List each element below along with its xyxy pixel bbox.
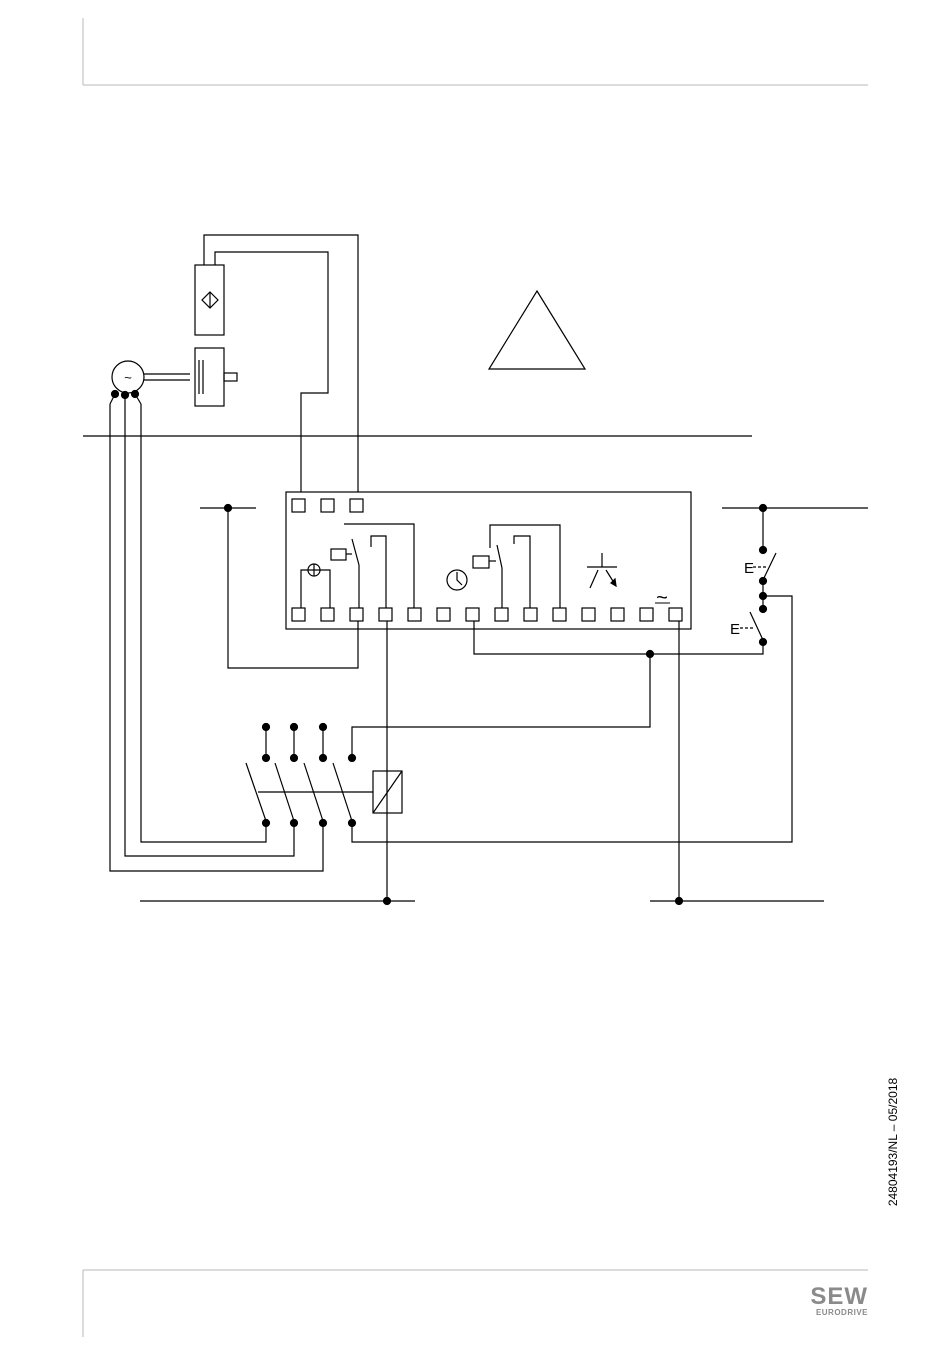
motor-symbol: ~: [124, 370, 132, 385]
encoder-wire-outer: [204, 235, 358, 492]
motor-wire-w: [141, 404, 266, 842]
motor-wire-v: [125, 404, 294, 856]
control-wire: [474, 621, 763, 654]
contactor-poles: [246, 724, 356, 827]
right-return-wire: [352, 596, 792, 842]
motor-icon: ~: [112, 361, 190, 393]
motor-terminals: [110, 391, 141, 405]
encoder-wire-inner: [215, 252, 328, 492]
contactor-control-wire: [352, 654, 650, 758]
encoder-icon: [195, 265, 224, 335]
wiring-diagram: ~: [83, 235, 868, 905]
switch-upper: E: [744, 547, 776, 585]
switch-lower-label: E: [730, 621, 740, 638]
top-terminals: [292, 499, 363, 512]
motor-wire-u: [110, 404, 323, 871]
switch-lower: E: [730, 606, 767, 646]
warning-triangle-icon: [489, 291, 585, 369]
left-loop-wire: [228, 508, 358, 668]
brake-icon: [195, 348, 237, 406]
sew-eurodrive-logo: SEW EURODRIVE: [796, 1286, 870, 1322]
logo-main-text: SEW: [796, 1284, 868, 1310]
bottom-terminals: [292, 608, 682, 621]
switch-upper-label: E: [744, 560, 754, 577]
supply-ac-symbol: ~: [656, 587, 668, 609]
timer-relay-icon: [473, 525, 560, 608]
transistor-icon: [587, 553, 617, 588]
logo-sub-text: EURODRIVE: [796, 1308, 868, 1317]
document-code-text: 24804193/NL – 05/2018: [886, 1078, 900, 1206]
clock-icon: [447, 570, 467, 590]
